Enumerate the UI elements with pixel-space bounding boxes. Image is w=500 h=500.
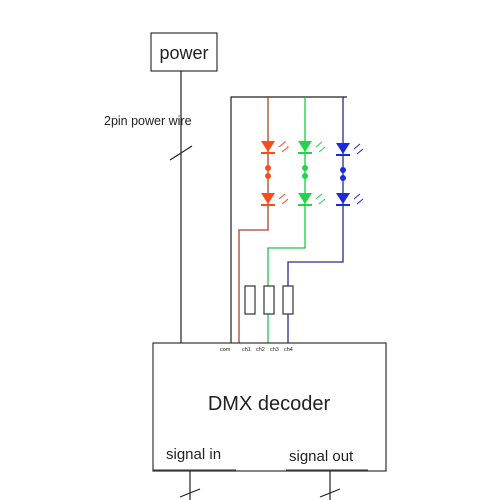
led-blue-2 [336, 193, 364, 206]
resistor-red [244, 285, 256, 315]
wire-cut-mark [169, 145, 193, 161]
led-blue-dot-1 [340, 167, 346, 173]
led-red-dot-1 [265, 165, 271, 171]
led-red-1 [261, 141, 289, 154]
common-wire [230, 96, 347, 343]
led-blue-dot-2 [340, 175, 346, 181]
pin-label-ch1: ch1 [242, 347, 251, 353]
dmx-decoder-box [152, 342, 387, 472]
signal-in-label: signal in [166, 446, 221, 463]
power-label: power [159, 43, 208, 63]
led-green-1 [298, 141, 326, 154]
signal-out-label: signal out [289, 448, 354, 465]
led-green-2 [298, 193, 326, 206]
led-green-dot-1 [302, 165, 308, 171]
pin-label-ch2: ch2 [256, 347, 265, 353]
resistor-blue [282, 285, 294, 315]
blue-channel-wire [287, 97, 344, 343]
led-blue-1 [336, 143, 364, 156]
led-green-dot-2 [302, 173, 308, 179]
resistor-green [263, 285, 275, 315]
power-box [150, 32, 218, 72]
pin-label-com: com [220, 347, 231, 353]
led-red-2 [261, 193, 289, 206]
decoder-label: DMX decoder [208, 393, 331, 415]
pin-label-ch3: ch3 [270, 347, 279, 353]
signal-out-cut-mark [319, 488, 341, 498]
power-wire-label: 2pin power wire [104, 114, 192, 128]
signal-in-cut-mark [179, 488, 201, 498]
led-red-dot-2 [265, 173, 271, 179]
pin-label-ch4: ch4 [284, 347, 293, 353]
red-channel-wire [238, 97, 269, 343]
